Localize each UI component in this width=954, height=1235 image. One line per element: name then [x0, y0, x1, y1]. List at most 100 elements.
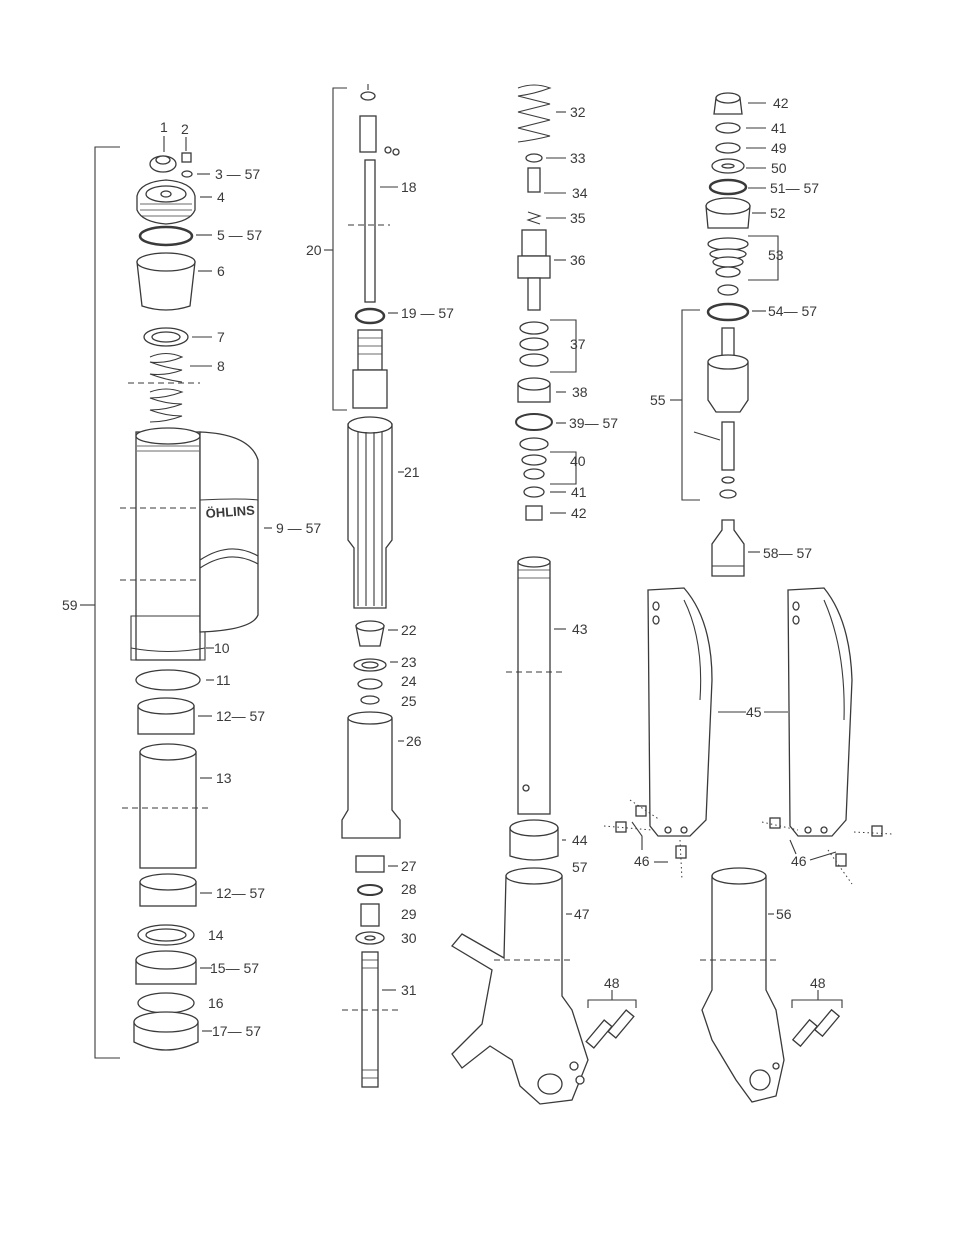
- callout-label: 9 — 57: [276, 520, 321, 536]
- callout-label: 53: [768, 247, 784, 263]
- part-19: [354, 307, 386, 325]
- part-12-top: [137, 697, 195, 735]
- part-32-spring: [517, 84, 552, 143]
- bracket-20: [332, 87, 347, 411]
- callout-label: 5 — 57: [217, 227, 262, 243]
- callout-label: 7: [217, 329, 225, 345]
- part-25: [360, 695, 380, 705]
- part-12-bottom: [139, 873, 197, 907]
- callout-label: 16: [208, 995, 224, 1011]
- callout-label: 48: [810, 975, 826, 991]
- callout-label: 31: [401, 982, 417, 998]
- part-43: [506, 556, 562, 815]
- callout-label: 12— 57: [216, 885, 265, 901]
- bracket-59: [94, 146, 120, 1059]
- part-28: [357, 884, 383, 896]
- part-21: [347, 416, 393, 609]
- callout-label: 46: [634, 853, 650, 869]
- callout-label: 48: [604, 975, 620, 991]
- part-17: [133, 1011, 199, 1051]
- callout-label: 26: [406, 733, 422, 749]
- callout-label: 50: [771, 160, 787, 176]
- callout-label: 39— 57: [569, 415, 618, 431]
- part-39: [515, 413, 553, 431]
- part-36: [517, 229, 551, 311]
- part-3: [181, 170, 193, 178]
- callout-label: 54— 57: [768, 303, 817, 319]
- callout-label: 41: [771, 120, 787, 136]
- part-8-spring: [128, 352, 200, 423]
- column-1-parts: ÖHLINS: [80, 136, 272, 1059]
- callout-label: 10: [214, 640, 230, 656]
- callout-label: 30: [401, 930, 417, 946]
- callout-label: 11: [216, 672, 231, 688]
- callout-label: 46: [791, 853, 807, 869]
- part-48-bolts-left: [585, 990, 637, 1049]
- part-13: [122, 743, 212, 869]
- part-45-guard-right: [787, 587, 853, 837]
- callout-label: 56: [776, 906, 792, 922]
- part-49: [715, 142, 741, 154]
- part-42-lower: [525, 505, 543, 521]
- part-44: [509, 819, 559, 861]
- part-35: [526, 211, 542, 225]
- callout-label: 4: [217, 189, 225, 205]
- callout-label: 44: [572, 832, 588, 848]
- bracket-40: [550, 451, 577, 485]
- part-15: [135, 950, 197, 985]
- callout-label: 36: [570, 252, 586, 268]
- callout-label: 45: [746, 704, 762, 720]
- callout-label: 19 — 57: [401, 305, 454, 321]
- callout-label: 33: [570, 150, 586, 166]
- part-5: [138, 225, 194, 247]
- callout-label: 6: [217, 263, 225, 279]
- part-53: [707, 237, 749, 278]
- callout-label: 38: [572, 384, 588, 400]
- callout-label: 55: [650, 392, 666, 408]
- part-16: [137, 992, 195, 1014]
- column-3-parts: [451, 84, 637, 1105]
- callout-label: 42: [571, 505, 587, 521]
- part-34: [527, 167, 541, 193]
- part-26: [341, 711, 401, 839]
- callout-label: 52: [770, 205, 786, 221]
- part-54: [706, 302, 750, 322]
- column-4-parts: [603, 92, 893, 1103]
- callout-label: 42: [773, 95, 789, 111]
- callout-label: 32: [570, 104, 586, 120]
- callout-label: 12— 57: [216, 708, 265, 724]
- bracket-53: [748, 235, 779, 281]
- part-41-upper: [715, 122, 741, 134]
- part-58-bottle: [711, 519, 745, 577]
- callout-label: 49: [771, 140, 787, 156]
- part-56-lower-leg: [700, 867, 785, 1103]
- part-46-screws-left: [603, 799, 687, 881]
- callout-label: 25: [401, 693, 417, 709]
- part-33: [525, 153, 543, 163]
- callout-label: 13: [216, 770, 232, 786]
- part-2: [181, 152, 192, 163]
- callout-label: 3 — 57: [215, 166, 260, 182]
- callout-label: 40: [570, 453, 586, 469]
- callout-label: 17— 57: [212, 1023, 261, 1039]
- column-2-parts: [324, 84, 404, 1088]
- callout-label: 41: [571, 484, 587, 500]
- callout-label: 51— 57: [770, 180, 819, 196]
- part-29: [360, 903, 380, 927]
- part-52: [705, 197, 751, 229]
- callout-label: 37: [570, 336, 586, 352]
- part-27: [355, 855, 385, 873]
- callout-label: 1: [160, 119, 168, 135]
- part-41-lower: [523, 486, 545, 498]
- callout-label: 21: [404, 464, 420, 480]
- bracket-55: [681, 309, 700, 501]
- callout-label: 2: [181, 121, 189, 137]
- callout-label: 43: [572, 621, 588, 637]
- part-18: [364, 159, 376, 303]
- callout-label: 59: [62, 597, 78, 613]
- callout-label: 27: [401, 858, 417, 874]
- callout-label: 14: [208, 927, 224, 943]
- callout-label: 57: [572, 859, 588, 875]
